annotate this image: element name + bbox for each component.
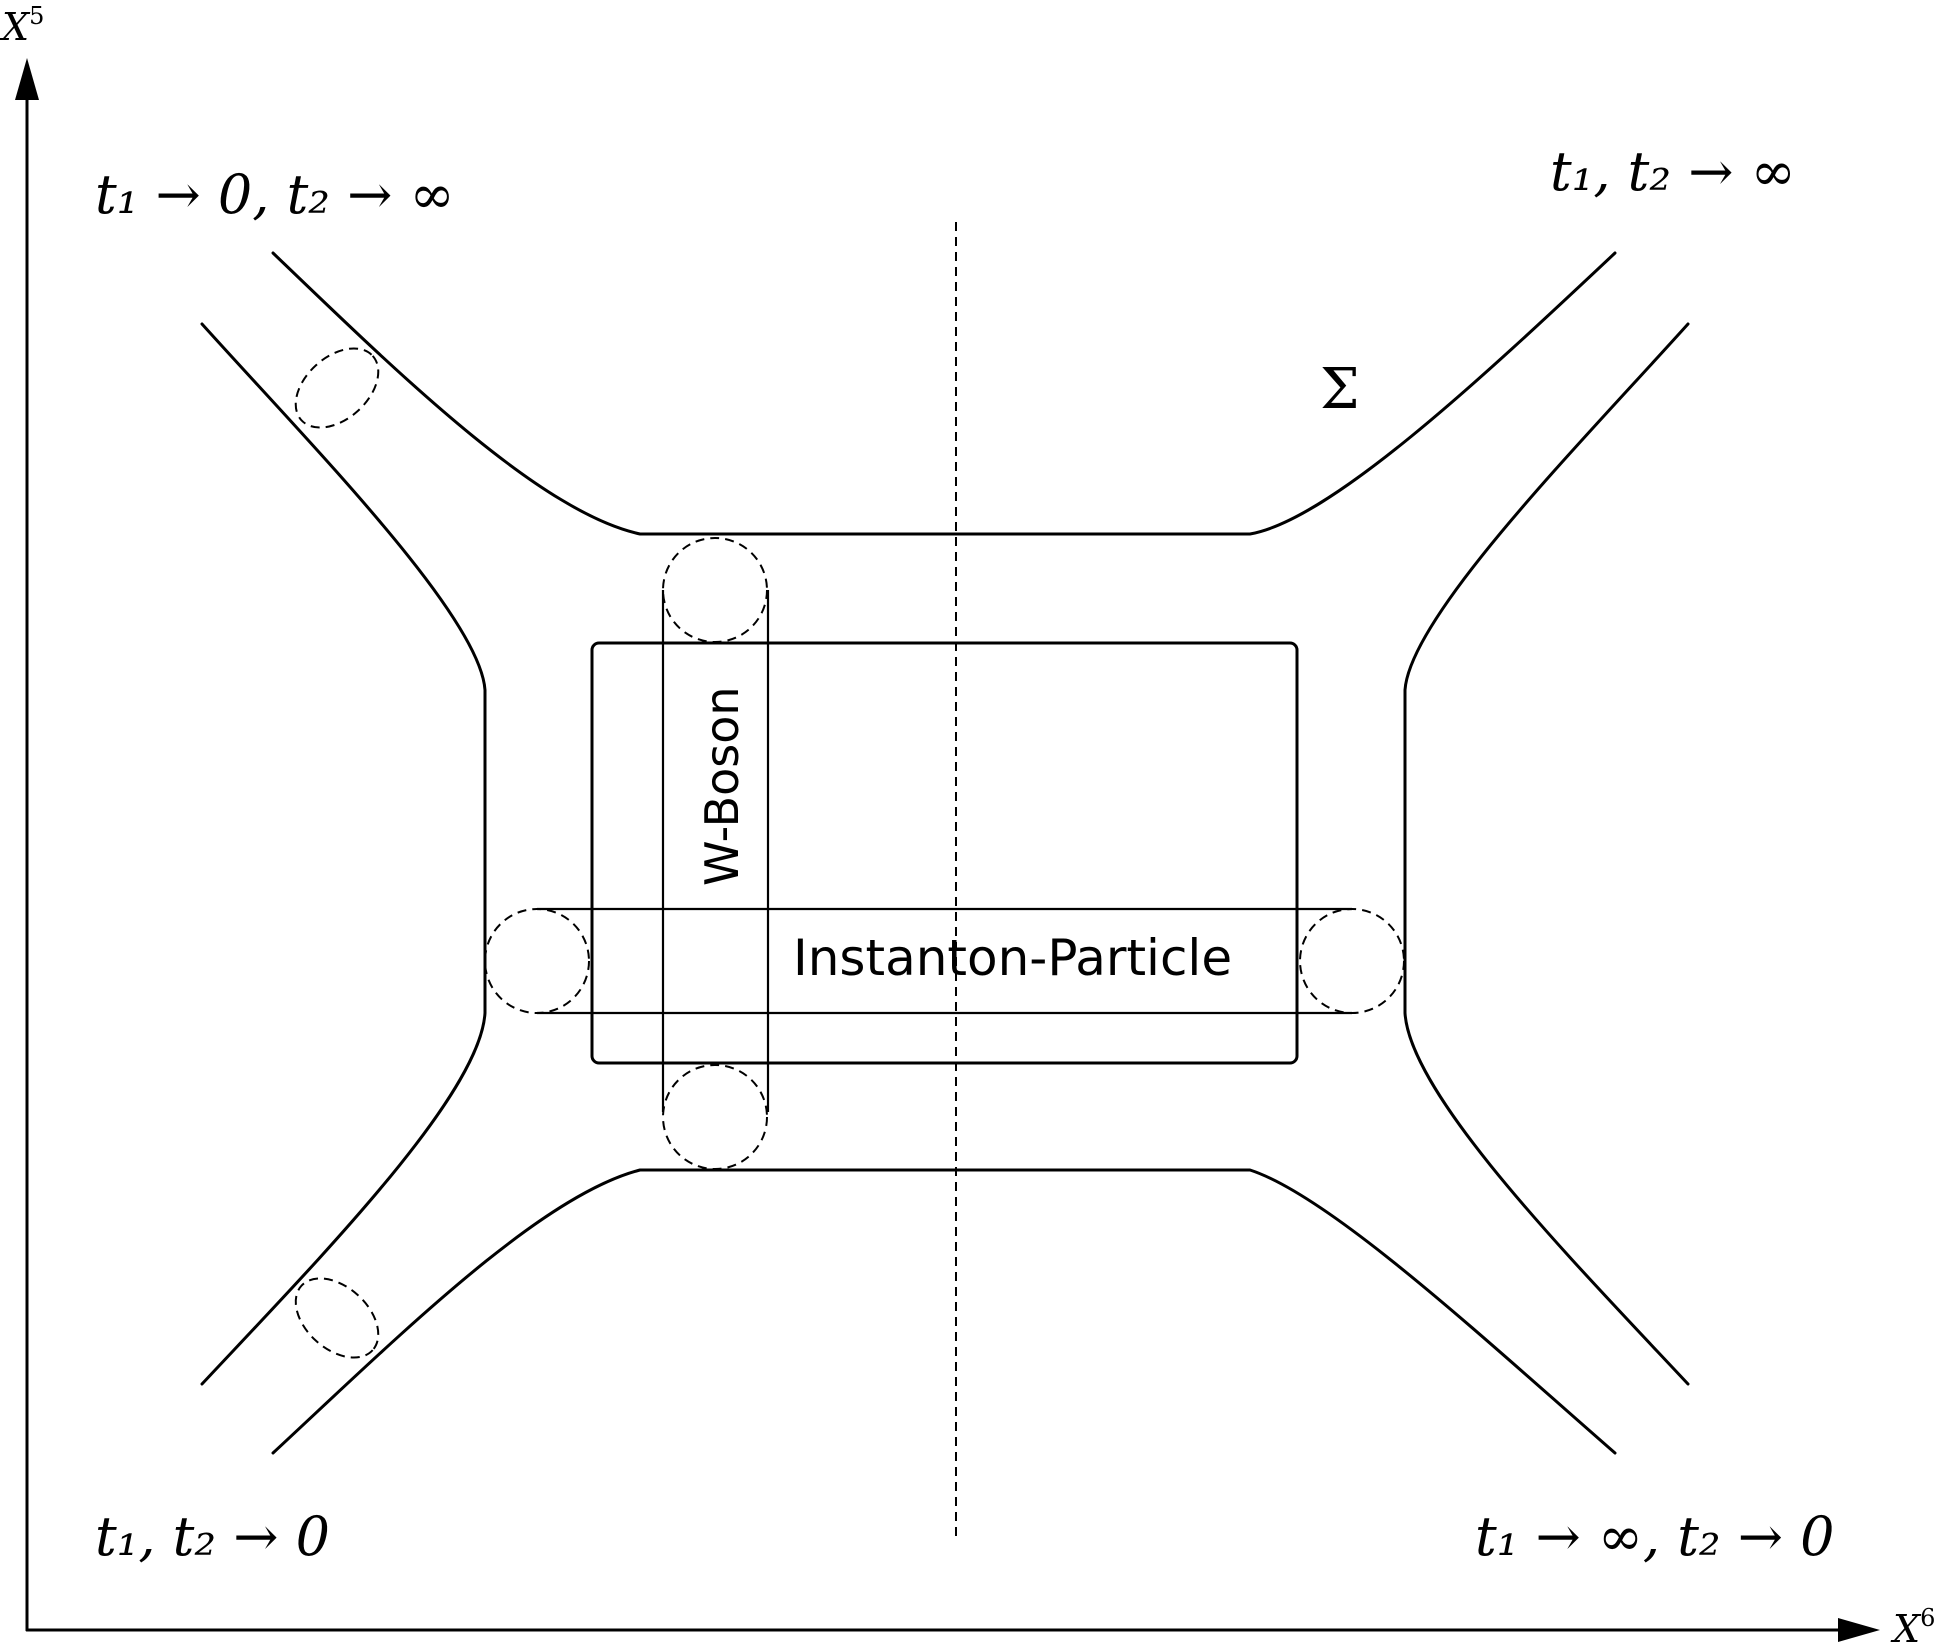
instanton-tube [537,907,1352,1015]
w-boson-tube [661,590,770,1112]
surface-curve-right [1403,322,1690,1386]
tube-cross-section-bottom-left [294,1277,380,1359]
tube-cross-section-top-left [294,347,380,429]
vertical-axis-label: X5 [0,2,44,49]
surface-curve-left [200,322,487,1386]
corner-label-bottom-left: t₁, t₂ → 0 [95,1505,330,1568]
surface-sigma-label: Σ [1320,357,1360,422]
surface-curve-top [271,251,1617,536]
horizontal-axis-label: X6 [1890,1604,1935,1649]
horizontal-axis-arrowhead [1838,1618,1880,1642]
surface-curve-bottom [271,1168,1617,1455]
vertical-axis-arrowhead [15,58,39,100]
corner-label-top-right: t₁, t₂ → ∞ [1550,140,1796,203]
corner-label-top-left: t₁ → 0, t₂ → ∞ [95,163,455,226]
instanton-left-circle [484,908,590,1014]
instanton-right-circle [1299,908,1405,1014]
w-boson-label: W-Boson [695,686,749,886]
w-boson-bottom-circle [662,1064,768,1170]
instanton-label: Instanton-Particle [793,929,1232,987]
central-rectangle [590,641,1299,1065]
corner-label-bottom-right: t₁ → ∞, t₂ → 0 [1475,1505,1835,1568]
w-boson-top-circle [662,537,768,643]
